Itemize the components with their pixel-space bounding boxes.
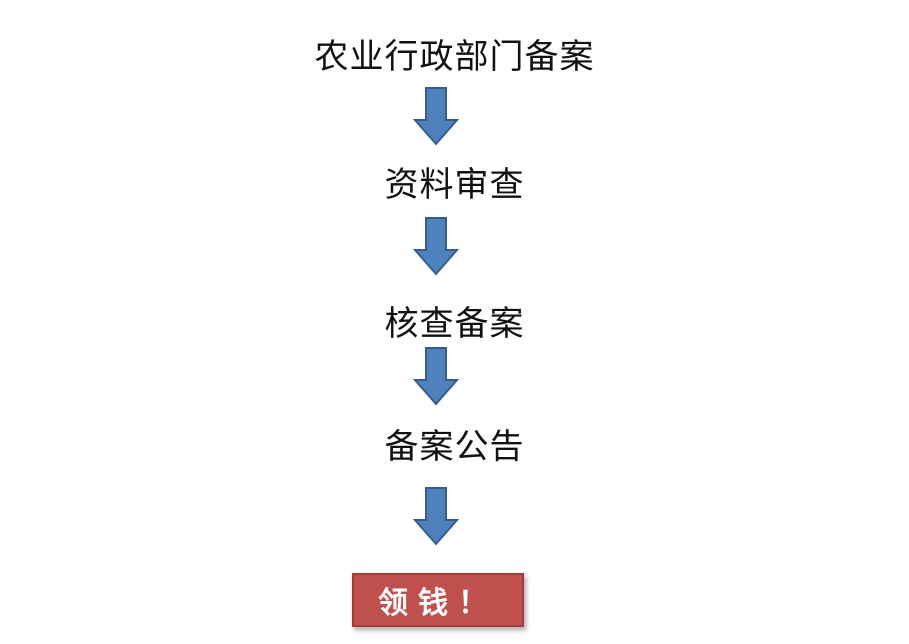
- arrow-down-icon: [413, 87, 459, 146]
- arrow-down-icon: [413, 347, 459, 406]
- step-document-review: 资料审查: [384, 165, 525, 205]
- arrow-down-icon: [413, 217, 459, 276]
- step-agri-admin-filing: 农业行政部门备案: [314, 37, 595, 77]
- final-step-label: 领钱！: [378, 586, 498, 621]
- arrow-down-icon: [413, 487, 459, 546]
- final-step-box: 领钱！: [352, 573, 524, 627]
- step-verification-filing: 核查备案: [384, 304, 525, 344]
- step-filing-announcement: 备案公告: [384, 427, 525, 467]
